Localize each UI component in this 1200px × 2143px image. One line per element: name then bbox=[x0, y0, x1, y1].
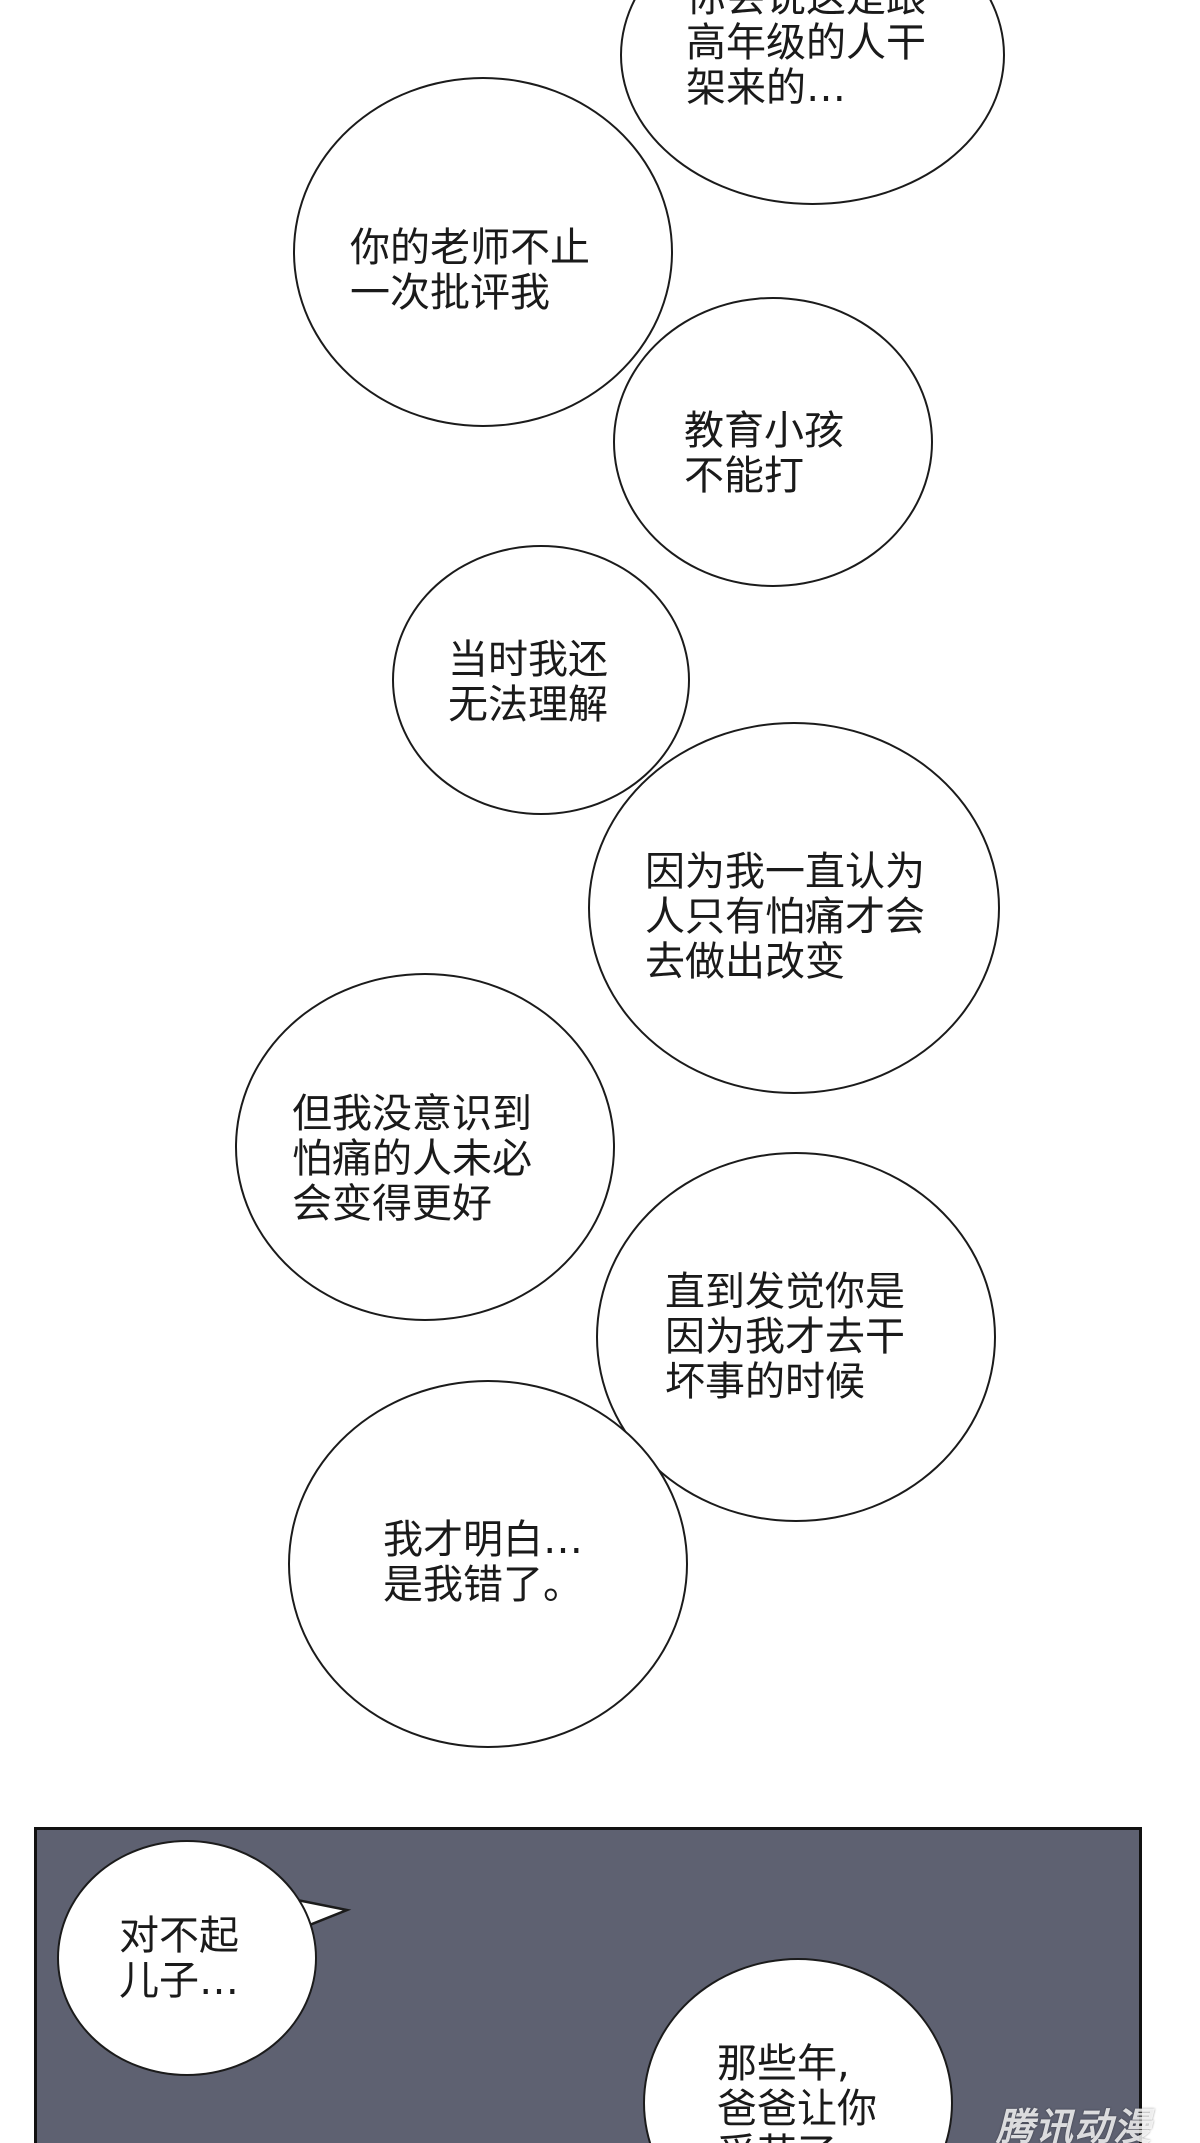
bubble-line: 儿子… bbox=[119, 1958, 239, 2004]
bubble-text: 教育小孩 不能打 bbox=[684, 409, 844, 499]
bubble-line: 那些年, bbox=[717, 2041, 850, 2087]
speech-bubble bbox=[392, 545, 690, 815]
bubble-line: 你的老师不止 bbox=[350, 225, 590, 271]
bubble-line: 会变得更好 bbox=[292, 1181, 492, 1227]
bubble-line: 坏事的时候 bbox=[665, 1359, 865, 1405]
bubble-text: 但我没意识到 怕痛的人未必 会变得更好 bbox=[292, 1092, 532, 1227]
bubble-line: 我才明白… bbox=[383, 1517, 583, 1563]
speech-bubble bbox=[288, 1380, 688, 1748]
comic-panel: 对不起 儿子… 那些年, 爸爸让你 受苦了 bbox=[34, 1827, 1142, 2143]
bubble-line: 直到发觉你是 bbox=[665, 1269, 905, 1315]
speech-bubble bbox=[235, 973, 615, 1321]
bubble-line: 受苦了 bbox=[717, 2132, 877, 2143]
bubble-text: 因为我一直认为 人只有怕痛才会 去做出改变 bbox=[645, 850, 925, 985]
speech-bubble bbox=[613, 297, 933, 587]
bubble-text: 直到发觉你是 因为我才去干 坏事的时候 bbox=[665, 1270, 905, 1405]
bubble-line: 怕痛的人未必 bbox=[292, 1136, 532, 1182]
bubble-line: 高年级的人干 bbox=[686, 20, 926, 66]
bubble-line: 当时我还 bbox=[448, 637, 608, 683]
speech-bubble bbox=[588, 722, 1000, 1094]
bubble-line: 教育小孩 bbox=[684, 408, 844, 454]
bubble-text: 你的老师不止 一次批评我 bbox=[350, 226, 590, 316]
speech-bubble bbox=[57, 1840, 317, 2076]
bubble-line: 你会说这是跟 bbox=[686, 0, 926, 21]
bubble-text: 当时我还 无法理解 bbox=[448, 638, 608, 728]
bubble-line: 对不起 bbox=[119, 1913, 239, 1959]
bubble-text: 那些年, 爸爸让你 受苦了 bbox=[717, 2042, 877, 2143]
bubble-text: 你会说这是跟 高年级的人干 架来的… bbox=[686, 0, 926, 111]
bubble-line: 不能打 bbox=[684, 453, 804, 499]
bubble-line: 爸爸让你 bbox=[717, 2086, 877, 2132]
bubble-line: 因为我一直认为 bbox=[645, 849, 925, 895]
bubble-line: 架来的… bbox=[686, 65, 846, 111]
bubble-text: 我才明白… 是我错了。 bbox=[383, 1518, 583, 1608]
bubble-line: 一次批评我 bbox=[350, 270, 550, 316]
bubble-line: 去做出改变 bbox=[645, 939, 845, 985]
bubble-text: 对不起 儿子… bbox=[119, 1914, 239, 2004]
bubble-line: 无法理解 bbox=[448, 682, 608, 728]
bubble-line: 因为我才去干 bbox=[665, 1314, 905, 1360]
bubble-line: 但我没意识到 bbox=[292, 1091, 532, 1137]
bubble-line: 是我错了。 bbox=[383, 1562, 583, 1608]
speech-bubble bbox=[596, 1152, 996, 1522]
watermark-logo: 腾讯动漫 bbox=[995, 2105, 1152, 2143]
speech-bubble bbox=[293, 77, 673, 427]
bubble-line: 人只有怕痛才会 bbox=[645, 894, 925, 940]
